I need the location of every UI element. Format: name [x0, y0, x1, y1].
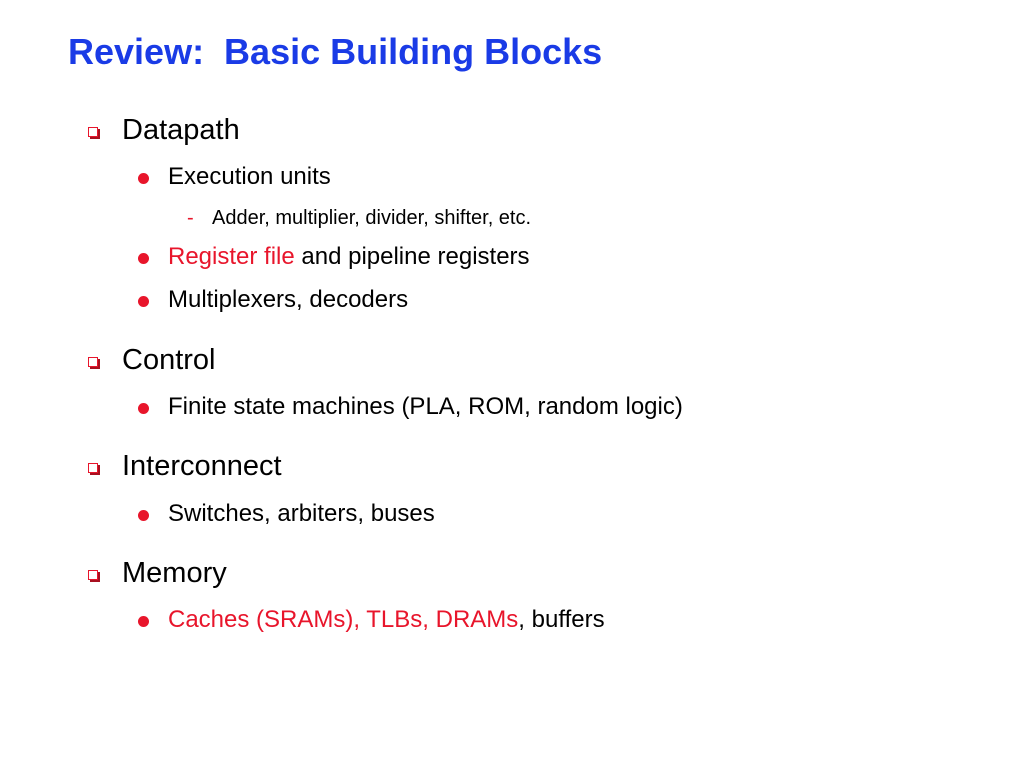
section-memory-label: Memory	[122, 557, 227, 589]
square-bullet-icon	[88, 570, 98, 580]
item-register-file: Register file and pipeline registers	[168, 243, 530, 272]
dot-bullet-icon	[138, 616, 149, 627]
dot-bullet-icon	[138, 253, 149, 264]
section-datapath-label: Datapath	[122, 114, 240, 146]
square-bullet-icon	[88, 127, 98, 137]
item-caches-tlbs-drams: Caches (SRAMs), TLBs, DRAMs, buffers	[168, 606, 605, 635]
dot-bullet-icon	[138, 173, 149, 184]
dot-bullet-icon	[138, 403, 149, 414]
item-switches-arbiters-buses: Switches, arbiters, buses	[168, 500, 435, 527]
item-caches-rest: , buffers	[518, 606, 605, 633]
slide-title: Review: Basic Building Blocks	[68, 31, 603, 72]
item-execution-units: Execution units	[168, 163, 331, 190]
section-control-label: Control	[122, 344, 216, 376]
dot-bullet-icon	[138, 510, 149, 521]
dash-bullet-icon: -	[187, 207, 194, 229]
subitem-adder-multiplier: Adder, multiplier, divider, shifter, etc…	[212, 207, 532, 229]
highlight-caches-tlbs-drams: Caches (SRAMs), TLBs, DRAMs	[168, 606, 519, 633]
highlight-register-file: Register file	[168, 243, 295, 270]
item-register-file-rest: and pipeline registers	[294, 243, 530, 270]
square-bullet-icon	[88, 463, 98, 473]
item-multiplexers-decoders: Multiplexers, decoders	[168, 286, 409, 313]
section-interconnect-label: Interconnect	[122, 450, 282, 482]
dot-bullet-icon	[138, 296, 149, 307]
item-finite-state-machines: Finite state machines (PLA, ROM, random …	[168, 393, 683, 420]
square-bullet-icon	[88, 357, 98, 367]
